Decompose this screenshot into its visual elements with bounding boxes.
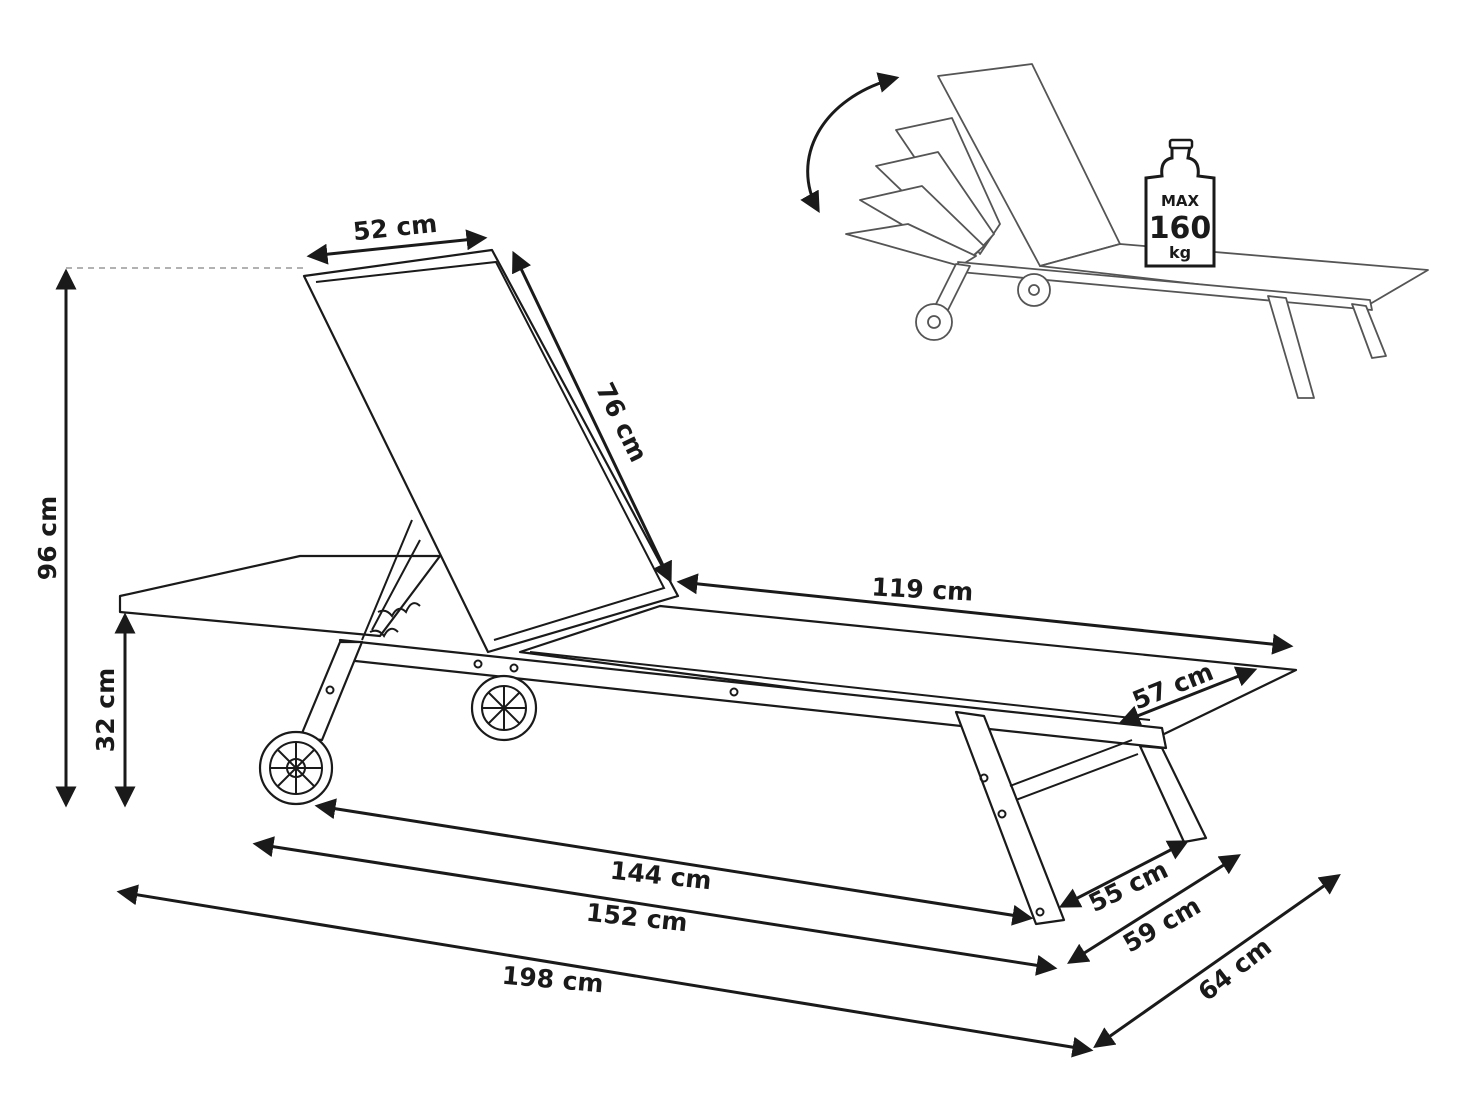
wheel-back xyxy=(470,674,538,742)
label-seat-length: 119 cm xyxy=(871,572,974,606)
badge-weight-unit: kg xyxy=(1169,243,1191,262)
recline-arrow xyxy=(800,72,900,214)
label-total-length: 198 cm xyxy=(501,961,605,999)
front-leg-left xyxy=(954,710,1066,926)
label-inner-length: 144 cm xyxy=(609,856,713,895)
label-seat-height: 32 cm xyxy=(91,668,120,752)
recline-illustration xyxy=(800,63,1429,399)
badge-max-label: MAX xyxy=(1161,192,1200,210)
dimension-lines xyxy=(55,229,1341,1058)
front-leg-right xyxy=(1138,744,1208,844)
label-frame-length: 152 cm xyxy=(585,898,689,937)
ratchet xyxy=(361,519,421,641)
weight-badge: MAX 160 kg xyxy=(1144,138,1216,268)
badge-weight-value: 160 xyxy=(1149,211,1212,246)
main-lounger xyxy=(118,248,1298,926)
label-seat-width: 52 cm xyxy=(352,209,439,247)
rear-leg xyxy=(298,640,364,742)
foot-board xyxy=(118,554,442,638)
label-total-height: 96 cm xyxy=(33,496,62,580)
wheel-front xyxy=(258,730,334,806)
